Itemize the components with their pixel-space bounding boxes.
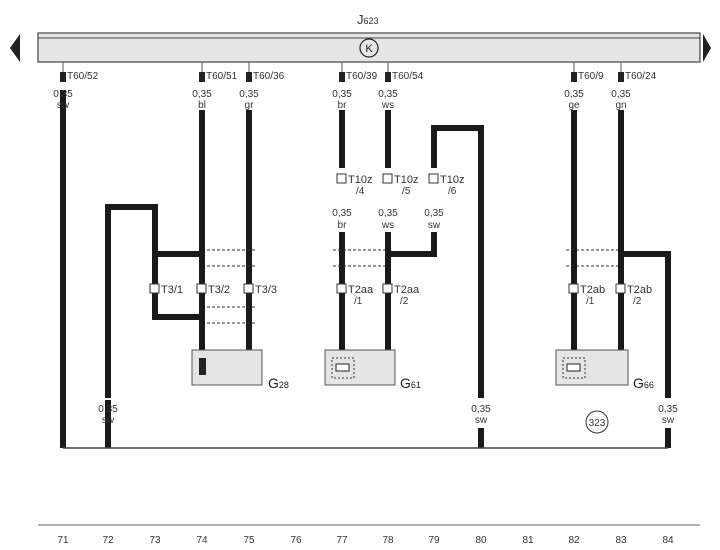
svg-text:75: 75 [243,535,255,546]
svg-text:T60/24: T60/24 [625,71,657,82]
svg-text:br: br [338,220,348,231]
svg-text:84: 84 [662,535,674,546]
svg-text:76: 76 [290,535,302,546]
svg-text:79: 79 [428,535,440,546]
svg-text:ws: ws [381,100,394,111]
svg-text:0,35: 0,35 [332,89,352,100]
svg-text:0,35: 0,35 [239,89,259,100]
svg-text:83: 83 [615,535,627,546]
arrow-right-icon [703,34,711,62]
svg-text:T60/9: T60/9 [578,71,604,82]
ground-point-323: 323 [585,410,609,434]
connector-t2ab: T2ab/1 T2ab/2 [568,283,652,307]
svg-text:0,35: 0,35 [378,208,398,219]
svg-text:0,35: 0,35 [98,404,118,415]
track-numbers: 71 72 73 74 75 76 77 78 79 80 81 82 83 8… [57,535,674,546]
ground-k-icon [359,38,379,58]
svg-text:78: 78 [382,535,394,546]
svg-text:ws: ws [381,220,394,231]
wires [60,62,671,449]
svg-text:sw: sw [428,220,441,231]
svg-text:0,35: 0,35 [658,404,678,415]
svg-text:72: 72 [102,535,114,546]
svg-text:0,35: 0,35 [611,89,631,100]
svg-text:sw: sw [102,415,115,426]
connector-t3: T3/1 T3/2 T3/3 [149,283,277,296]
component-g28: G28 [191,349,289,391]
svg-text:T60/54: T60/54 [392,71,424,82]
svg-text:77: 77 [336,535,348,546]
svg-text:/2: /2 [400,296,409,307]
svg-text:bl: bl [198,100,206,111]
svg-text:0,35: 0,35 [424,208,444,219]
svg-text:G66: G66 [633,375,654,391]
svg-text:73: 73 [149,535,161,546]
svg-text:0,35: 0,35 [564,89,584,100]
svg-text:0,35: 0,35 [378,89,398,100]
svg-text:80: 80 [475,535,487,546]
svg-text:T60/52: T60/52 [67,71,99,82]
svg-text:/4: /4 [356,186,365,197]
svg-text:gr: gr [245,100,255,111]
svg-text:T10z: T10z [394,174,418,186]
svg-text:T10z: T10z [440,174,464,186]
svg-text:gn: gn [615,100,626,111]
svg-text:0,35: 0,35 [53,89,73,100]
svg-text:T3/1: T3/1 [161,284,183,296]
svg-text:T60/36: T60/36 [253,71,285,82]
svg-text:/1: /1 [586,296,595,307]
svg-text:sw: sw [57,100,70,111]
component-g66: G66 [555,349,654,391]
svg-text:82: 82 [568,535,580,546]
arrow-left-icon [10,34,20,62]
svg-text:br: br [338,100,348,111]
svg-text:/5: /5 [402,186,411,197]
svg-text:T2ab: T2ab [580,284,605,296]
svg-text:T2ab: T2ab [627,284,652,296]
svg-text:0,35: 0,35 [332,208,352,219]
svg-text:T60/39: T60/39 [346,71,378,82]
control-unit-label: J623 [357,12,379,27]
svg-text:/1: /1 [354,296,363,307]
svg-text:/6: /6 [448,186,457,197]
svg-text:T2aa: T2aa [394,284,420,296]
svg-text:0,35: 0,35 [471,404,491,415]
svg-text:T3/3: T3/3 [255,284,277,296]
svg-text:T10z: T10z [348,174,372,186]
ground-k-label: K [365,43,373,55]
svg-text:81: 81 [522,535,534,546]
svg-text:ge: ge [568,100,580,111]
svg-text:74: 74 [196,535,208,546]
svg-text:/2: /2 [633,296,642,307]
svg-text:G61: G61 [400,375,421,391]
svg-text:sw: sw [662,415,675,426]
svg-text:T60/51: T60/51 [206,71,238,82]
svg-text:T3/2: T3/2 [208,284,230,296]
component-g61: G61 [324,349,421,391]
svg-text:323: 323 [589,418,606,429]
svg-text:71: 71 [57,535,69,546]
control-unit-j623: J623 K [10,12,711,63]
svg-text:0,35: 0,35 [192,89,212,100]
svg-text:T2aa: T2aa [348,284,374,296]
svg-text:sw: sw [475,415,488,426]
connector-t2aa: T2aa/1 T2aa/2 [336,283,420,307]
svg-text:G28: G28 [268,375,289,391]
